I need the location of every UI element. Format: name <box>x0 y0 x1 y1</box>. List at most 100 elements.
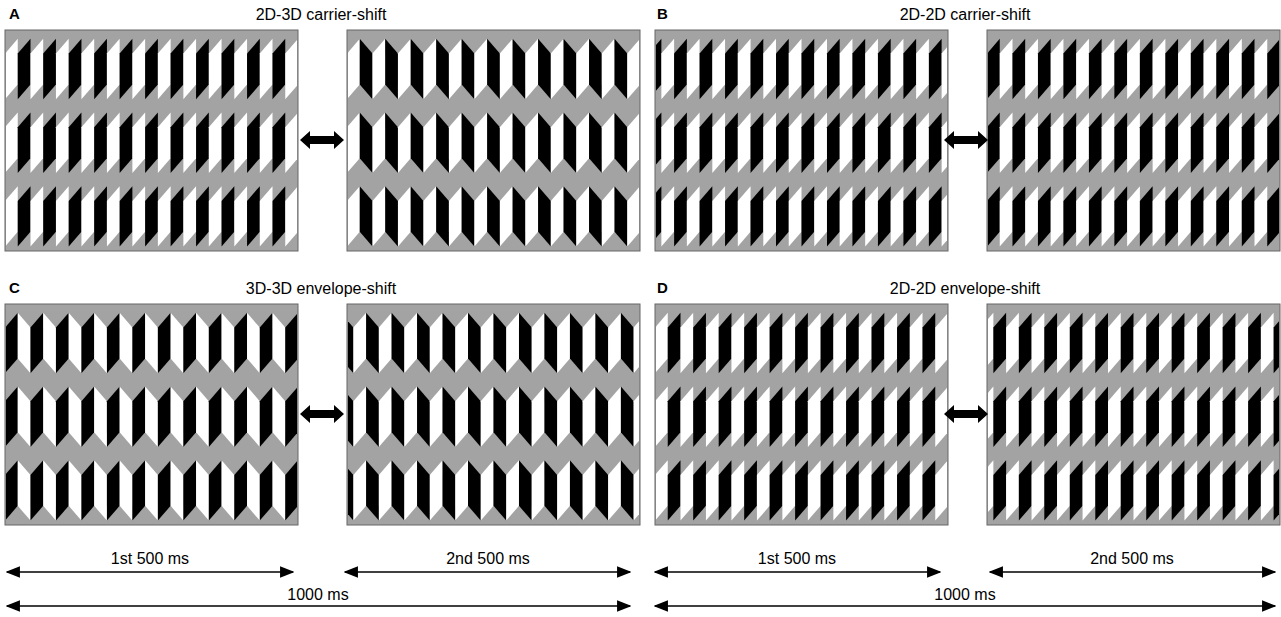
prism-facet <box>661 39 674 99</box>
prism-facet <box>379 387 392 447</box>
prism-facet <box>929 113 942 173</box>
prism-facet <box>1159 460 1172 520</box>
prism-facet <box>385 186 398 246</box>
prism-facet <box>1172 313 1185 373</box>
prism-facet <box>468 387 481 447</box>
prism-facet <box>808 387 821 447</box>
prism-facet <box>680 460 693 520</box>
prism-facet <box>544 313 557 373</box>
prism-facet <box>247 39 260 99</box>
prism-facet <box>234 186 247 246</box>
prism-facet <box>1108 387 1121 447</box>
prism-facet <box>903 39 916 99</box>
prism-facet <box>1197 387 1210 447</box>
prism-facet <box>430 387 443 447</box>
prism-facet <box>222 39 235 99</box>
prism-facet <box>430 460 443 520</box>
prism-facet <box>56 460 69 520</box>
prism-facet <box>795 313 808 373</box>
prism-facet <box>942 113 947 173</box>
prism-facet <box>183 186 196 246</box>
prism-facet <box>674 39 687 99</box>
prism-facet <box>680 387 693 447</box>
prism-facet <box>687 113 700 173</box>
prism-facet <box>94 387 107 447</box>
prism-facet <box>1076 113 1089 173</box>
prism-facet <box>525 39 538 99</box>
prism-facet <box>1114 113 1127 173</box>
prism-facet <box>627 39 639 99</box>
prism-facet <box>132 113 145 173</box>
panel-letter: D <box>654 280 671 297</box>
prism-facet <box>43 387 56 447</box>
prism-facet <box>392 313 405 373</box>
prism-facet <box>1121 387 1134 447</box>
prism-facet <box>273 39 286 99</box>
prism-facet <box>209 39 222 99</box>
prism-facet <box>564 39 577 99</box>
prism-facet <box>417 313 430 373</box>
prism-facet <box>770 313 783 373</box>
prism-facet <box>6 387 18 447</box>
prism-facet <box>171 387 184 447</box>
prism-facet <box>751 39 764 99</box>
prism-facet <box>725 39 738 99</box>
prism-facet <box>234 113 247 173</box>
prism-facet <box>1223 387 1236 447</box>
prism-facet <box>859 460 872 520</box>
prism-facet <box>30 460 43 520</box>
prism-facet <box>132 460 145 520</box>
prism-facet <box>145 313 158 373</box>
prism-rows <box>348 313 639 521</box>
prism-facet <box>1197 313 1210 373</box>
prism-facet <box>1089 186 1102 246</box>
prism-facet <box>1134 387 1147 447</box>
prism-facet <box>1274 313 1279 373</box>
prism-facet <box>222 387 235 447</box>
prism-facet <box>525 186 538 246</box>
prism-facet <box>273 186 286 246</box>
prism-facet <box>700 113 713 173</box>
prism-facet <box>621 313 634 373</box>
prism-facet <box>171 460 184 520</box>
prism-facet <box>1095 313 1108 373</box>
prism-facet <box>1235 460 1248 520</box>
prism-facet <box>1089 39 1102 99</box>
prism-facet <box>910 387 923 447</box>
prism-facet <box>1191 113 1204 173</box>
prism-facet <box>158 113 171 173</box>
prism-facet <box>1108 460 1121 520</box>
prism-facet <box>738 39 751 99</box>
prism-facet <box>158 460 171 520</box>
prism-facet <box>1165 39 1178 99</box>
prism-facet <box>891 186 904 246</box>
prism-facet <box>706 387 719 447</box>
prism-facet <box>107 39 120 99</box>
prism-facet <box>865 186 878 246</box>
prism-facet <box>1210 313 1223 373</box>
prism-facet <box>878 39 891 99</box>
prism-facet <box>576 39 589 99</box>
prism-facet <box>693 313 706 373</box>
prism-facet <box>513 113 526 173</box>
prism-facet <box>1038 186 1051 246</box>
prism-facet <box>1229 186 1242 246</box>
prism-facet <box>551 39 564 99</box>
prism-facet <box>1204 186 1217 246</box>
prism-facet <box>602 113 615 173</box>
prism-facet <box>776 39 789 99</box>
prism-facet <box>602 186 615 246</box>
prism-facet <box>1102 186 1115 246</box>
stimulus-frame <box>5 30 298 251</box>
prism-facet <box>1248 460 1261 520</box>
prism-facet <box>506 460 519 520</box>
prism-facet <box>551 186 564 246</box>
prism-facet <box>1242 186 1255 246</box>
prism-facet <box>725 186 738 246</box>
prism-facet <box>94 313 107 373</box>
alternation-arrow <box>944 131 988 149</box>
prism-facet <box>802 186 815 246</box>
prism-facet <box>942 39 947 99</box>
prism-facet <box>1012 39 1025 99</box>
stimulus-frame <box>5 304 298 525</box>
